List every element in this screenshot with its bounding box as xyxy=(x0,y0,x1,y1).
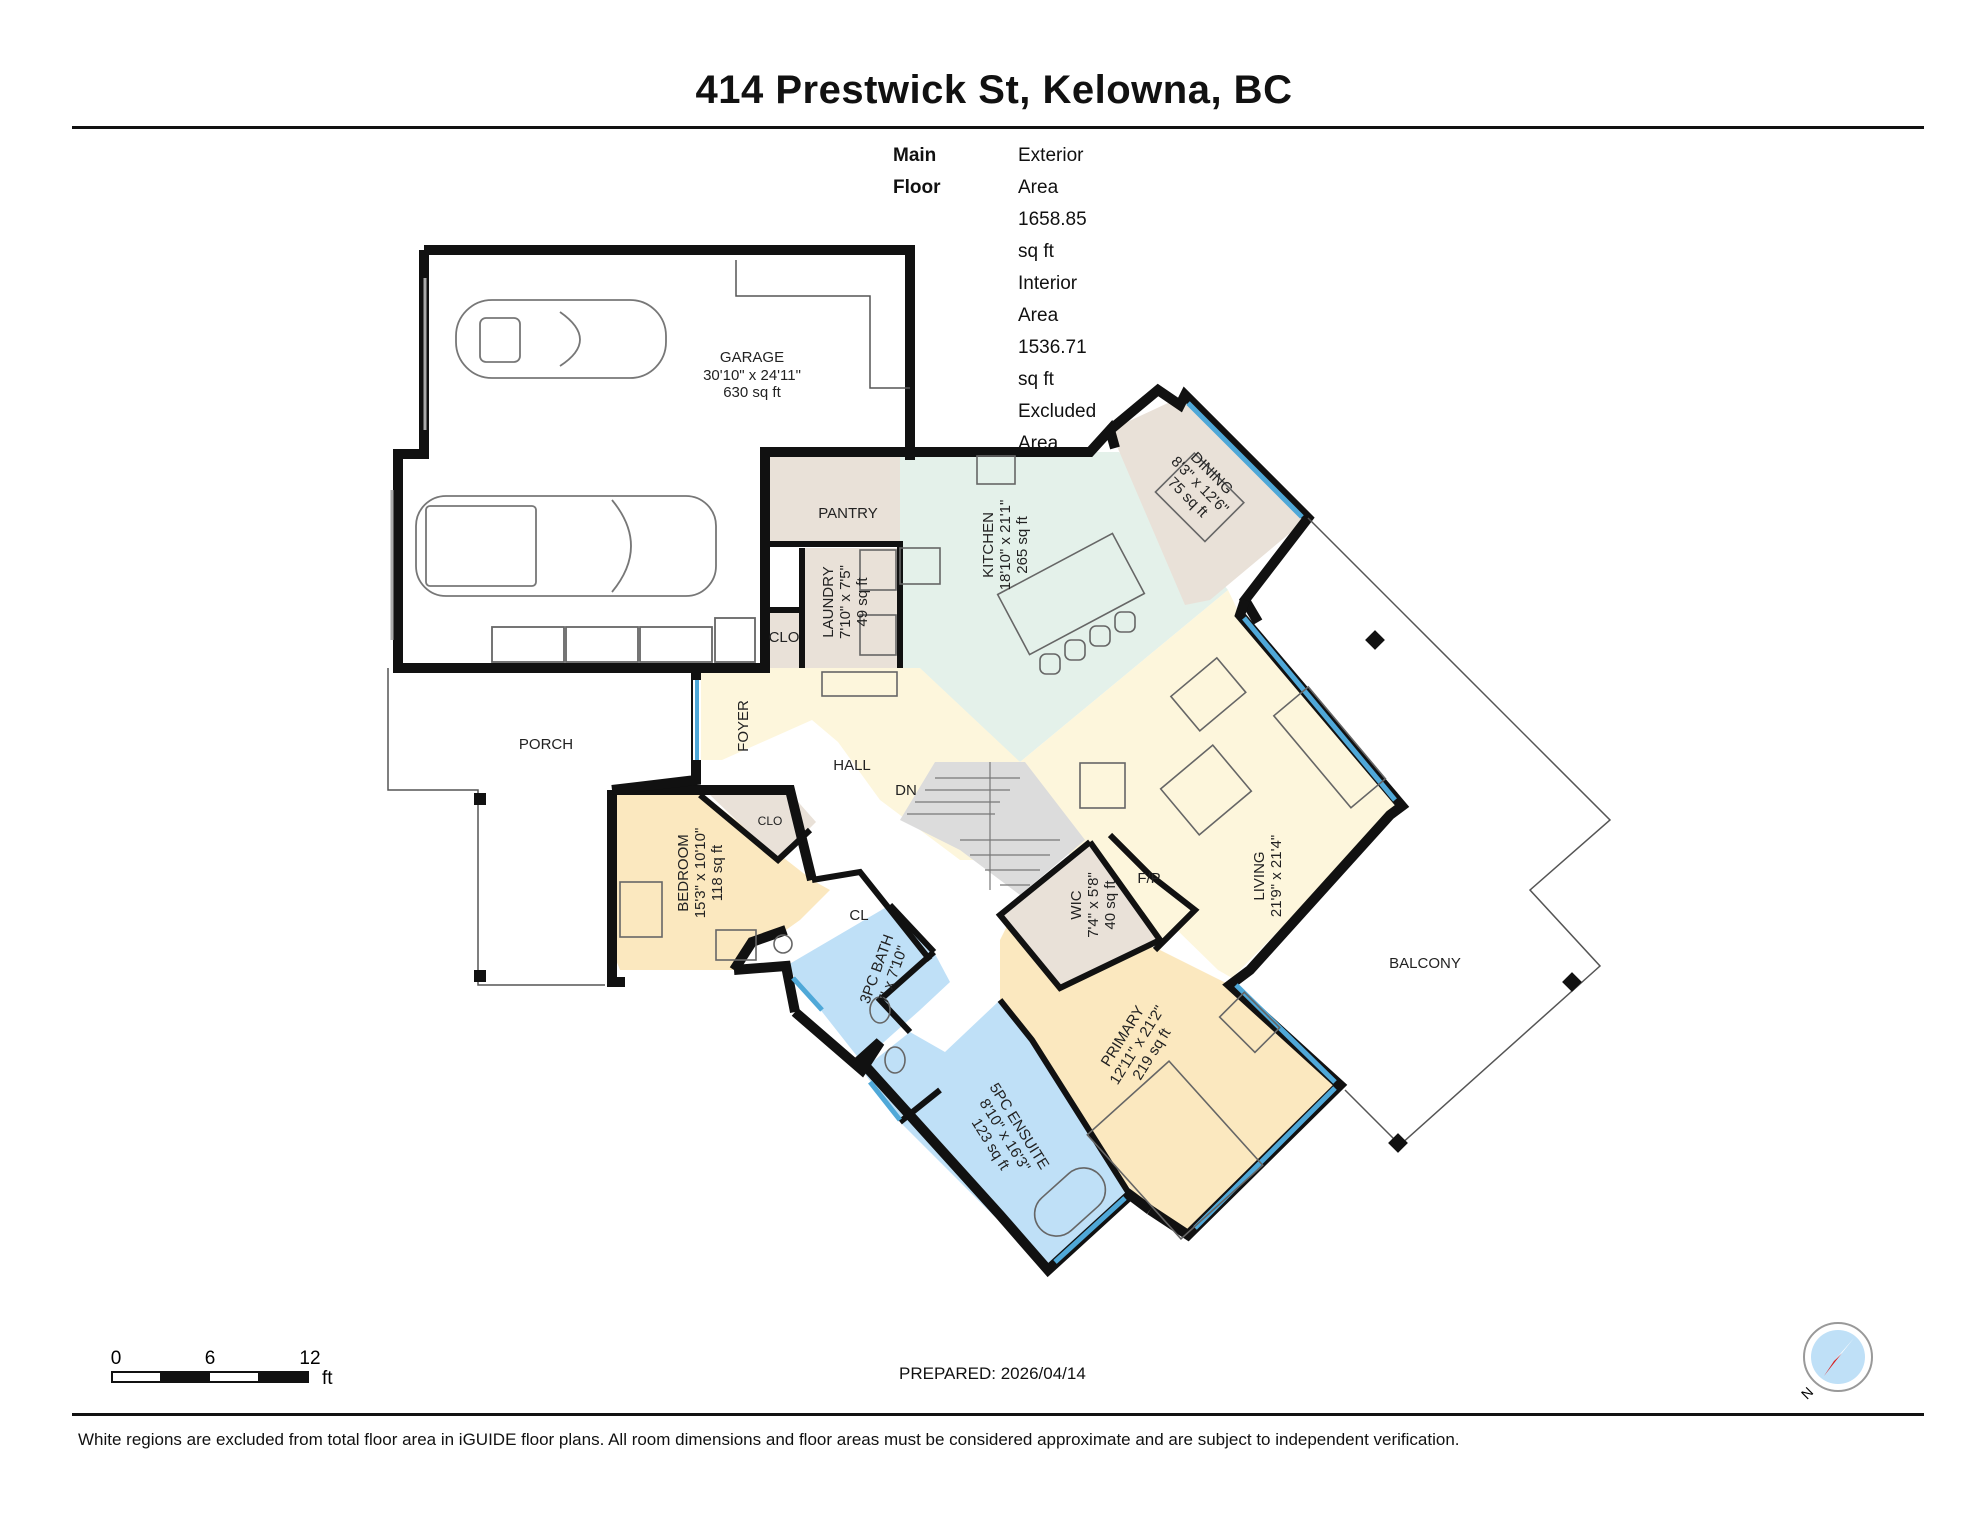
living-dims: 21'9" x 21'4" xyxy=(1268,835,1285,917)
truck-icon xyxy=(415,495,717,597)
prepared-date: PREPARED: 2026/04/14 xyxy=(899,1364,1086,1383)
wic-fill xyxy=(1000,842,1160,988)
laundry-area: 49 sq ft xyxy=(854,577,871,627)
compass-north: N xyxy=(1798,1384,1816,1402)
garage-area: 630 sq ft xyxy=(723,384,781,401)
ensuite-fill xyxy=(862,1000,1130,1270)
stairs-label: DN xyxy=(895,782,917,799)
interior-area: Interior Area 1536.71 sq ft xyxy=(1018,273,1087,390)
clo-laundry-fill xyxy=(765,610,801,668)
scale-unit: ft xyxy=(322,1368,333,1389)
pantry-fill xyxy=(765,452,900,544)
clo-bedroom-fill xyxy=(710,795,816,860)
laundry-fill xyxy=(802,548,900,668)
porch-name: PORCH xyxy=(519,736,573,753)
bedroom-area: 118 sq ft xyxy=(709,844,726,901)
bedroom-name: BEDROOM xyxy=(675,834,692,912)
footer-divider xyxy=(72,1413,1924,1416)
pantry-name: PANTRY xyxy=(818,505,877,522)
bedroom-fill xyxy=(612,792,830,970)
fp-name: F/P xyxy=(1137,870,1160,887)
foyer-name: FOYER xyxy=(735,700,752,752)
kitchen-dims: 18'10" x 21'1" xyxy=(997,500,1014,591)
wic-area: 40 sq ft xyxy=(1102,880,1119,930)
bath-fill xyxy=(786,905,950,1060)
laundry-name: LAUNDRY xyxy=(820,566,837,637)
page-title: 414 Prestwick St, Kelowna, BC xyxy=(695,68,1293,112)
scale-bar: 0 6 12 ft xyxy=(111,1348,334,1389)
kitchen-fill xyxy=(900,452,1228,762)
wic-dims: 7'4" x 5'8" xyxy=(1085,872,1102,938)
scale-tick-6: 6 xyxy=(205,1348,216,1369)
scale-tick-12: 12 xyxy=(299,1348,320,1369)
laundry-dims: 7'10" x 7'5" xyxy=(837,565,854,639)
hall-name: HALL xyxy=(833,757,871,774)
stairs-fill xyxy=(900,762,1085,895)
scale-tick-0: 0 xyxy=(111,1348,122,1369)
kitchen-name: KITCHEN xyxy=(980,512,997,578)
dining-fill xyxy=(1110,395,1308,605)
header-divider xyxy=(72,126,1924,129)
primary-fill xyxy=(1000,900,1340,1235)
wic-name: WIC xyxy=(1068,890,1085,919)
bedroom-dims: 15'3" x 10'10" xyxy=(692,828,709,919)
compass-icon: N xyxy=(1798,1322,1873,1402)
kitchen-area: 265 sq ft xyxy=(1014,515,1031,573)
balcony-name: BALCONY xyxy=(1389,955,1461,972)
cl-name: CL xyxy=(849,907,868,924)
living-name: LIVING xyxy=(1251,851,1268,900)
bedroom-clo-name: CLO xyxy=(758,814,783,828)
garage-dims: 30'10" x 24'11" xyxy=(703,367,801,384)
exterior-area: Exterior Area 1658.85 sq ft xyxy=(1018,145,1087,262)
laundry-clo-name: CLO xyxy=(769,629,800,646)
car-icon xyxy=(455,299,667,379)
garage-name: GARAGE xyxy=(720,349,784,366)
disclaimer: White regions are excluded from total fl… xyxy=(78,1430,1460,1449)
hall-fill xyxy=(696,590,1402,978)
floor-name: Main Floor xyxy=(893,145,941,198)
